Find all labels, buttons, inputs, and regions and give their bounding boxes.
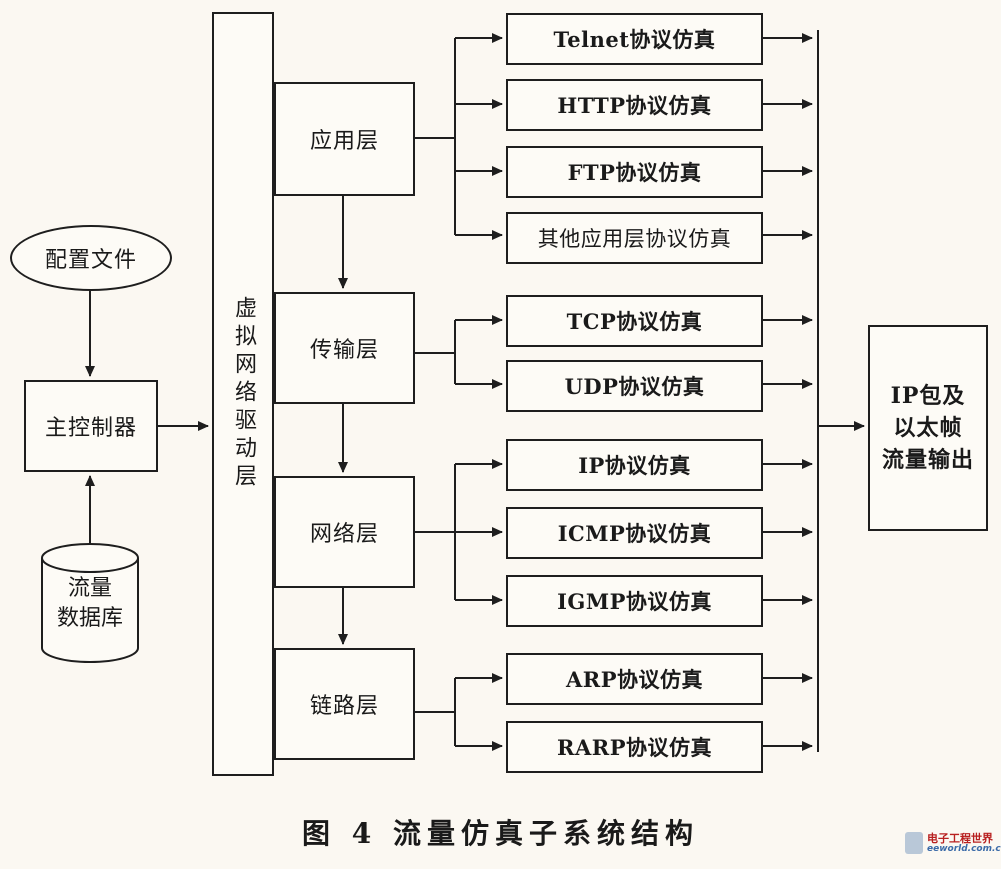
watermark: 电子工程世界 eeworld.com.cn [905, 830, 1001, 864]
ip-protocol-node: IP协议仿真 [506, 439, 763, 491]
virtual-driver-node: 虚拟网络驱动层 [212, 12, 274, 776]
network-layer-label: 网络层 [309, 522, 379, 547]
link-layer-node: 链路层 [274, 648, 415, 760]
igmp-protocol-label: IGMP协议仿真 [557, 589, 712, 614]
ftp-protocol-node: FTP协议仿真 [506, 146, 763, 198]
watermark-title: 电子工程世界 [927, 832, 993, 845]
rarp-protocol-node: RARP协议仿真 [506, 721, 763, 773]
config-file-label: 配置文件 [44, 248, 137, 273]
application-layer-label: 应用层 [309, 129, 379, 154]
udp-protocol-node: UDP协议仿真 [506, 360, 763, 412]
telnet-protocol-node: Telnet协议仿真 [506, 13, 763, 65]
database-cylinder [41, 543, 139, 663]
ftp-protocol-label: FTP协议仿真 [567, 160, 702, 185]
arp-protocol-node: ARP协议仿真 [506, 653, 763, 705]
rarp-protocol-label: RARP协议仿真 [557, 735, 712, 760]
application-layer-node: 应用层 [274, 82, 415, 196]
network-layer-node: 网络层 [274, 476, 415, 588]
arp-protocol-label: ARP协议仿真 [565, 667, 704, 692]
telnet-protocol-label: Telnet协议仿真 [553, 27, 716, 52]
config-file-node: 配置文件 [10, 225, 172, 291]
link-layer-label: 链路层 [309, 694, 379, 719]
tcp-protocol-label: TCP协议仿真 [566, 309, 703, 334]
icmp-protocol-node: ICMP协议仿真 [506, 507, 763, 559]
watermark-site: eeworld.com.cn [927, 844, 1001, 854]
igmp-protocol-node: IGMP协议仿真 [506, 575, 763, 627]
transport-layer-label: 传输层 [309, 338, 379, 363]
other-app-protocol-node: 其他应用层协议仿真 [506, 212, 763, 264]
main-controller-node: 主控制器 [24, 380, 158, 472]
http-protocol-node: HTTP协议仿真 [506, 79, 763, 131]
traffic-output-node: IP包及 以太帧 流量输出 [868, 325, 988, 531]
database-label: 流量 数据库 [56, 576, 123, 631]
traffic-output-label: IP包及 以太帧 流量输出 [881, 383, 974, 473]
tcp-protocol-node: TCP协议仿真 [506, 295, 763, 347]
ip-protocol-label: IP协议仿真 [578, 453, 691, 478]
virtual-driver-label: 虚拟网络驱动层 [231, 296, 256, 492]
other-app-protocol-label: 其他应用层协议仿真 [537, 227, 732, 251]
transport-layer-node: 传输层 [274, 292, 415, 404]
udp-protocol-label: UDP协议仿真 [564, 374, 705, 399]
http-protocol-label: HTTP协议仿真 [557, 93, 712, 118]
watermark-logo-icon [905, 832, 923, 854]
figure-caption: 图 4 流量仿真子系统结构 [302, 817, 699, 850]
main-controller-label: 主控制器 [44, 416, 137, 441]
icmp-protocol-label: ICMP协议仿真 [557, 521, 712, 546]
